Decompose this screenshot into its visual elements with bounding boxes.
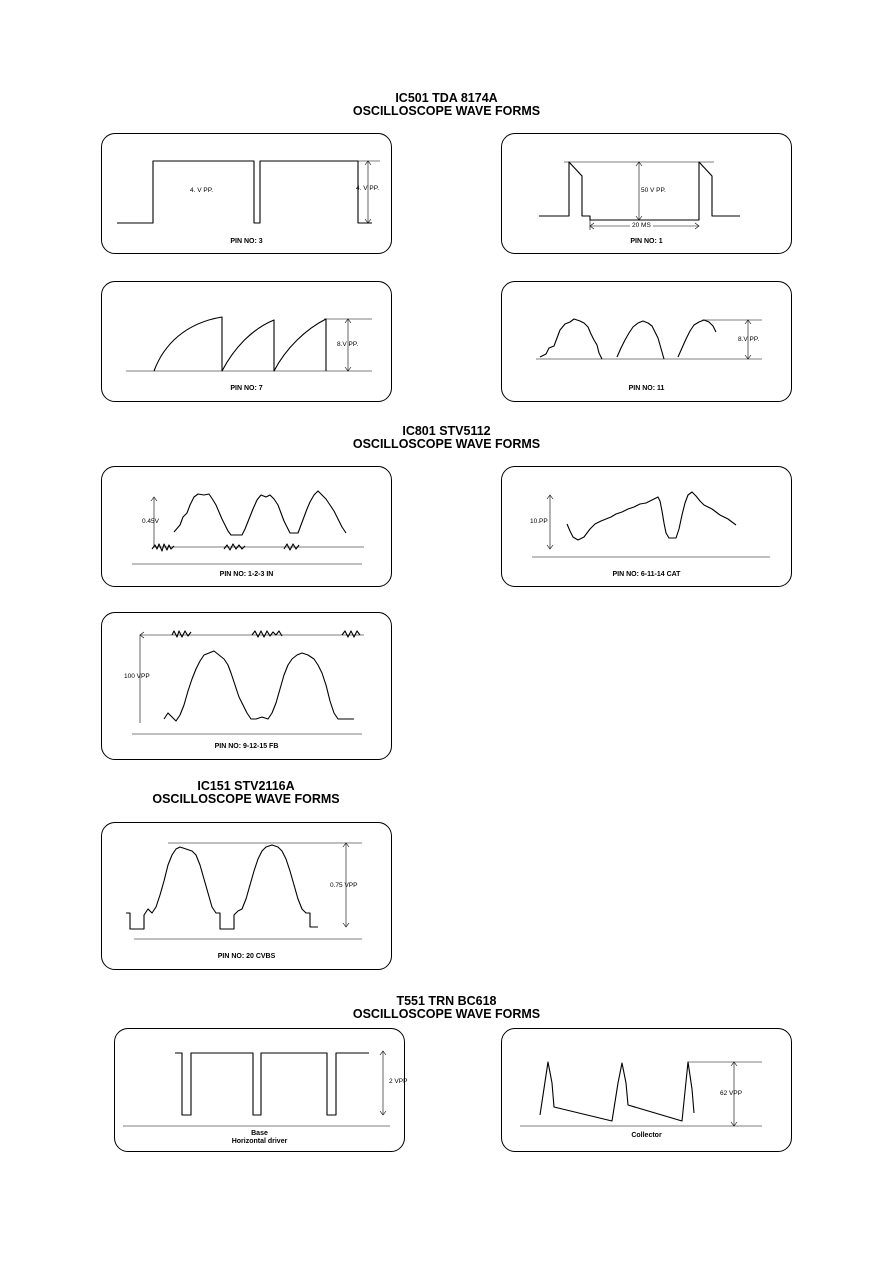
amplitude-label: 0.45V [142,518,159,525]
pin-caption: PIN NO: 1-2-3 IN [219,571,274,578]
section-title: IC801 STV5112 [402,424,491,438]
section-heading-ic151: IC151 STV2116A OSCILLOSCOPE WAVE FORMS [0,780,492,806]
waveform-panel-pin-11: 8.V PP. PIN NO: 11 [501,281,792,402]
section-heading-ic501: IC501 TDA 8174A OSCILLOSCOPE WAVE FORMS [0,92,893,118]
section-subtitle: OSCILLOSCOPE WAVE FORMS [352,1007,541,1021]
pin-caption: PIN NO: 9-12-15 FB [214,743,279,750]
waveform-panel-pin-20-cvbs: 0.75 VPP PIN NO: 20 CVBS [101,822,392,970]
section-title: IC151 STV2116A [197,779,295,793]
waveform-pin-3 [117,160,380,224]
waveform-panel-pin-7: 8.V PP. PIN NO: 7 [101,281,392,402]
waveform-pin-1-2-3-in [132,490,364,565]
amplitude-label: 50 V PP. [641,187,666,194]
waveform-pin-9-12-15-fb [132,630,364,735]
amplitude-label-side: 4. V PP. [356,185,380,192]
waveform-panel-collector: 62 VPP Collector [501,1028,792,1152]
waveform-panel-pin-1: 50 V PP. 20 MS PIN NO: 1 [501,133,792,254]
section-subtitle: OSCILLOSCOPE WAVE FORMS [352,104,541,118]
amplitude-label: 8.V PP. [337,341,359,348]
pin-caption: PIN NO: 20 CVBS [217,953,276,960]
waveform-panel-pin-6-11-14-cat: 10.PP PIN NO: 6-11-14 CAT [501,466,792,587]
section-title: T551 TRN BC618 [396,994,497,1008]
amplitude-label: 10.PP [530,518,548,525]
section-heading-ic801: IC801 STV5112 OSCILLOSCOPE WAVE FORMS [0,425,893,451]
pin-caption: Collector [631,1132,662,1139]
waveform-pin-1 [539,161,740,230]
amplitude-label: 8.V PP. [738,336,760,343]
caption-line-horizontal-driver: Horizontal driver [231,1138,288,1145]
waveform-pin-7 [126,316,372,372]
waveform-pin-20-cvbs [126,842,362,940]
pin-caption: PIN NO: 7 [230,385,263,392]
pin-caption: Base Horizontal driver [115,1130,404,1146]
section-subtitle: OSCILLOSCOPE WAVE FORMS [152,792,340,806]
waveform-pin-11 [536,318,762,360]
pin-caption: PIN NO: 3 [230,238,263,245]
caption-line-base: Base [251,1130,268,1137]
waveform-panel-pin-3: 4. V PP. 4. V PP. PIN NO: 3 [101,133,392,254]
waveform-base [123,1050,390,1127]
section-heading-t551: T551 TRN BC618 OSCILLOSCOPE WAVE FORMS [0,995,893,1021]
period-label: 20 MS [630,222,653,229]
amplitude-label: 2 VPP [389,1078,408,1085]
section-subtitle: OSCILLOSCOPE WAVE FORMS [352,437,541,451]
waveform-panel-pin-1-2-3-in: 0.45V PIN NO: 1-2-3 IN [101,466,392,587]
waveform-pin-6-11-14-cat [532,491,770,558]
waveform-collector [520,1061,762,1127]
waveform-panel-base-horizontal-driver: 2 VPP Base Horizontal driver [114,1028,408,1152]
pin-caption: PIN NO: 1 [630,238,663,245]
amplitude-label: 100 VPP [124,673,150,680]
section-title: IC501 TDA 8174A [395,91,498,105]
amplitude-label: 62 VPP [720,1090,743,1097]
pin-caption: PIN NO: 6-11-14 CAT [612,571,681,578]
amplitude-label-inner: 4. V PP. [190,187,214,194]
amplitude-label: 0.75 VPP [330,882,358,889]
waveform-panel-pin-9-12-15-fb: 100 VPP PIN NO: 9-12-15 FB [101,612,392,760]
pin-caption: PIN NO: 11 [628,385,665,392]
